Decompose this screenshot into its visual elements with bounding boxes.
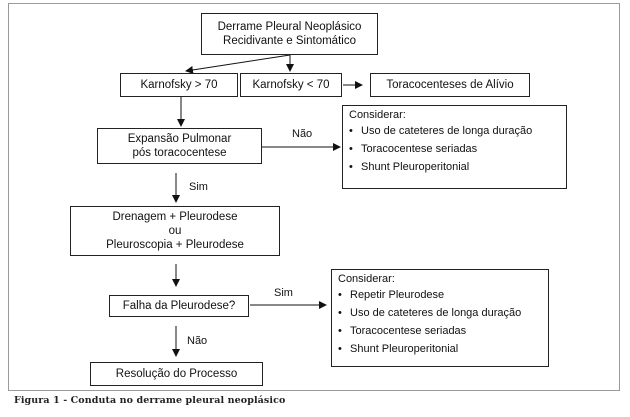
karnofsky-high-label: Karnofsky > 70	[140, 79, 218, 91]
karnofsky-low-label: Karnofsky < 70	[252, 79, 330, 91]
karnofsky-low-node: Karnofsky < 70	[240, 73, 342, 97]
consider-1-list: Uso de cateteres de longa duração Toraco…	[349, 125, 560, 173]
expansion-line-2: pós toracocentese	[132, 147, 227, 159]
consider-1-heading: Considerar:	[349, 109, 406, 121]
drainage-node: Drenagem + Pleurodese ou Pleuroscopia + …	[70, 206, 280, 256]
drainage-line-1: Drenagem + Pleurodese	[112, 211, 238, 223]
relief-node: Toracocenteses de Alívio	[370, 73, 530, 97]
failure-node: Falha da Pleurodese?	[109, 295, 249, 317]
expansion-line-1: Expansão Pulmonar	[127, 133, 232, 145]
drainage-line-2: ou	[168, 225, 182, 237]
drainage-line-3: Pleuroscopia + Pleurodese	[106, 239, 244, 251]
consider-box-2: Considerar: Repetir Pleurodese Uso de ca…	[331, 269, 549, 367]
edge-label-expansion-yes: Sim	[189, 181, 208, 193]
resolution-label: Resolução do Processo	[115, 368, 238, 380]
consider-2-item: Repetir Pleurodese	[338, 289, 542, 301]
consider-box-1: Considerar: Uso de cateteres de longa du…	[342, 105, 567, 189]
expansion-node: Expansão Pulmonar pós toracocentese	[97, 128, 262, 164]
relief-label: Toracocenteses de Alívio	[386, 79, 514, 91]
failure-label: Falha da Pleurodese?	[122, 300, 236, 312]
figure-frame	[8, 3, 620, 391]
consider-2-heading: Considerar:	[338, 273, 395, 285]
consider-1-item: Toracocentese seriadas	[349, 143, 560, 155]
start-line-2: Recidivante e Sintomático	[223, 35, 356, 47]
start-line-1: Derrame Pleural Neoplásico	[217, 21, 362, 33]
consider-1-item: Shunt Pleuroperitonial	[349, 161, 560, 173]
karnofsky-high-node: Karnofsky > 70	[120, 73, 238, 97]
resolution-node: Resolução do Processo	[90, 362, 263, 386]
consider-2-item: Toracocentese seriadas	[338, 325, 542, 337]
start-node: Derrame Pleural Neoplásico Recidivante e…	[201, 13, 378, 55]
consider-2-list: Repetir Pleurodese Uso de cateteres de l…	[338, 289, 542, 355]
consider-2-item: Uso de cateteres de longa duração	[338, 307, 542, 319]
figure-caption: Figura 1 - Conduta no derrame pleural ne…	[14, 395, 286, 406]
edge-label-expansion-no: Não	[292, 128, 313, 140]
consider-2-item: Shunt Pleuroperitonial	[338, 343, 542, 355]
arrow-start-to-karnofsky-high	[185, 54, 291, 74]
edge-label-failure-no: Não	[187, 335, 208, 347]
edge-label-failure-yes: Sim	[274, 287, 293, 299]
consider-1-item: Uso de cateteres de longa duração	[349, 125, 560, 137]
